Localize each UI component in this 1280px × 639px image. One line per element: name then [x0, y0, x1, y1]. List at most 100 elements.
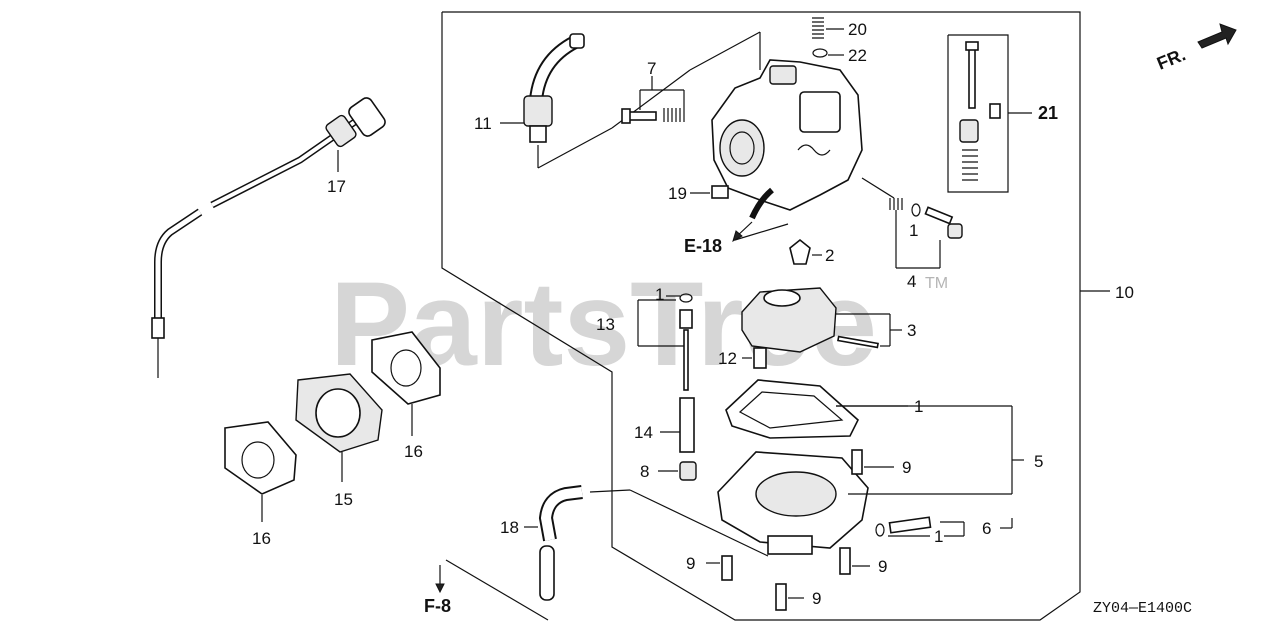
- drain-tube-18: [435, 485, 769, 621]
- screw-9-d: [775, 583, 787, 611]
- cable-end: [151, 317, 165, 339]
- emulsion-tube: [683, 329, 689, 391]
- cable-bend-inner: [155, 209, 202, 320]
- insulator-15-bore: [315, 388, 361, 438]
- callout-6: 6: [982, 519, 991, 538]
- callout-1-jet: 1: [655, 285, 664, 304]
- body-bore: [719, 119, 765, 177]
- callout-9-c: 9: [878, 557, 887, 576]
- screws-9: [706, 449, 894, 611]
- callout-2: 2: [825, 246, 834, 265]
- guide-e18: [734, 223, 789, 241]
- callout-5: 5: [1034, 452, 1043, 471]
- bolt-19: [690, 185, 789, 243]
- callout-7: 7: [647, 59, 656, 78]
- washer-22: [812, 48, 828, 58]
- diagram-code: ZY04—E1400C: [1093, 600, 1192, 617]
- body-top-boss: [769, 65, 797, 85]
- callout-16-right: 16: [404, 442, 423, 461]
- gasket-16-right: [371, 331, 441, 405]
- part-2: [789, 238, 822, 265]
- guide-18-a: [589, 489, 631, 493]
- screw-9-c: [839, 547, 851, 575]
- ref-f8: F-8: [424, 596, 451, 616]
- chamber-drain: [767, 535, 813, 555]
- callout-19: 19: [668, 184, 687, 203]
- screw-9-a: [851, 449, 863, 475]
- callout-17: 17: [327, 177, 346, 196]
- arrow-f8-icon: [435, 583, 445, 594]
- callout-9-d: 9: [812, 589, 821, 608]
- spring-7: [663, 108, 685, 122]
- needle-part: [968, 47, 976, 109]
- float-top: [763, 289, 801, 307]
- drain-screw: [888, 516, 932, 534]
- screw-12-body: [753, 347, 767, 369]
- callout-16-left: 16: [252, 529, 271, 548]
- part-2-body: [789, 238, 811, 265]
- gasket-16-left: [224, 421, 297, 495]
- body-bore-inner: [729, 131, 755, 165]
- cable-nut: [348, 97, 386, 137]
- vent-tube: [749, 187, 774, 220]
- fitting-hose-inner: [531, 37, 578, 101]
- bolt-19-head: [711, 185, 729, 199]
- callout-20: 20: [848, 20, 867, 39]
- fuel-fitting-11: [500, 33, 613, 169]
- ref-e18: E-18: [684, 236, 722, 256]
- callout-18: 18: [500, 518, 519, 537]
- body-float-chamber-top: [799, 91, 841, 133]
- gasket-16-left-hole: [241, 441, 275, 479]
- front-label: FR.: [1154, 44, 1188, 73]
- callout-14: 14: [634, 423, 653, 442]
- guide-18-b: [629, 489, 769, 557]
- carburetor-body: [611, 31, 863, 211]
- needle-head: [965, 41, 979, 51]
- front-arrow-icon: [1197, 23, 1237, 49]
- guide-f8: [445, 559, 549, 621]
- callout-1-drain: 1: [934, 527, 943, 546]
- guide-11-a: [537, 127, 613, 169]
- insulator-gaskets: [224, 331, 441, 522]
- float-chamber: [717, 379, 1024, 555]
- pilot-screw: [924, 206, 954, 225]
- callout-9-b: 9: [686, 554, 695, 573]
- pilot-screw-head: [947, 223, 963, 239]
- body-spring-detail: [797, 144, 831, 156]
- plug-8: [679, 461, 697, 481]
- screw-12: [742, 347, 767, 369]
- parts-20-22: [812, 17, 844, 58]
- callout-8: 8: [640, 462, 649, 481]
- nozzle-14: [679, 397, 695, 453]
- pilot-screw-set: [861, 177, 963, 269]
- drain-screw-6: [875, 516, 1013, 537]
- callout-11: 11: [474, 114, 492, 133]
- guide-7-a: [689, 31, 761, 71]
- callout-21: 21: [1038, 103, 1058, 123]
- assembly-boundary: [441, 11, 1081, 621]
- screw-7-shaft: [627, 111, 657, 121]
- jet-holder: [679, 309, 693, 329]
- callout-12: 12: [718, 349, 737, 368]
- drain-oring: [875, 523, 885, 537]
- oring-1-jet: [679, 293, 693, 303]
- fitting-thread: [529, 125, 547, 143]
- spring-20: [812, 17, 824, 39]
- float-pin: [837, 335, 879, 349]
- tube-18-lower: [539, 545, 555, 601]
- gasket-16-right-hole: [390, 349, 422, 387]
- screw-part: [989, 103, 1001, 119]
- jet-set-group: [947, 34, 1032, 193]
- main-jet-stack: [637, 293, 697, 481]
- screw-9-b: [721, 555, 733, 581]
- pilot-oring: [911, 203, 921, 217]
- callout-13: 13: [596, 315, 615, 334]
- guide-pilot: [861, 177, 895, 199]
- pilot-spring: [889, 198, 903, 210]
- callout-1-gasket: 1: [914, 397, 923, 416]
- callout-15: 15: [334, 490, 353, 509]
- jet-part: [959, 119, 979, 143]
- callout-1-pilot: 1: [909, 221, 918, 240]
- choke-cable: [151, 97, 386, 378]
